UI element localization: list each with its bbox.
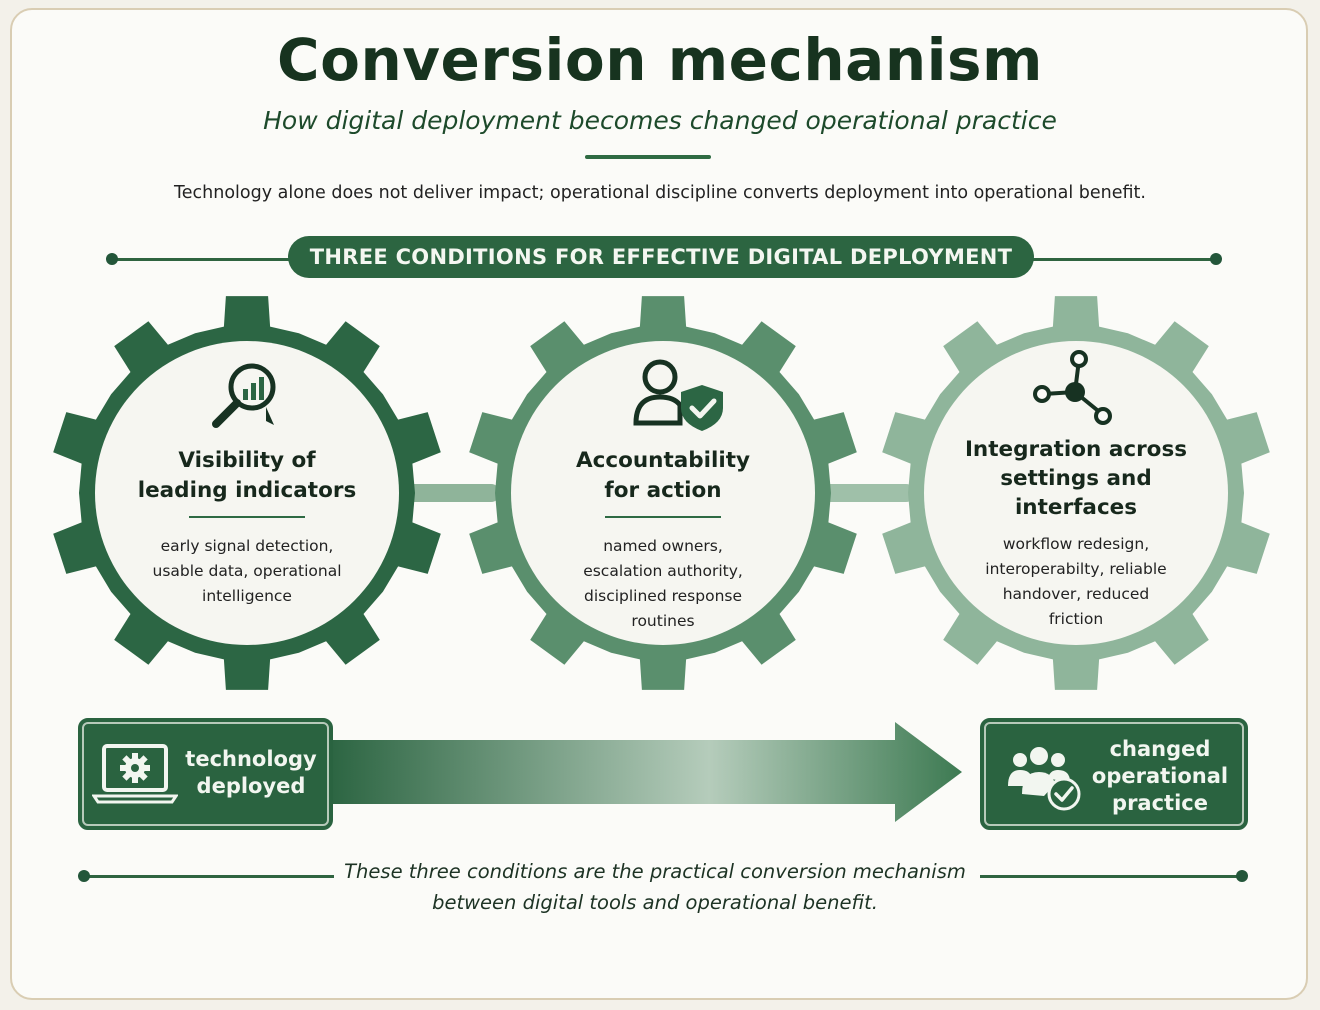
technology-deployed-label: technology deployed: [185, 747, 317, 798]
team-check-icon: [1004, 742, 1088, 816]
banner-line-right: [1030, 258, 1216, 261]
condition-title: Integration across settings and interfac…: [964, 437, 1188, 520]
condition-title: Accountability for action: [575, 448, 751, 503]
laptop-gear-icon: [91, 740, 179, 814]
condition-description: named owners, escalation authority, disc…: [583, 537, 743, 630]
banner-dot-left: [106, 253, 118, 265]
condition-title: Visibility of leading indicators: [137, 448, 357, 503]
magnifier-chart-icon: [208, 355, 288, 439]
condition-divider: [605, 516, 721, 518]
condition-accountability: Accountability for action named owners, …: [543, 446, 783, 634]
person-shield-icon: [630, 355, 730, 439]
page-title: Conversion mechanism: [277, 26, 1043, 94]
condition-description: workflow redesign, interoperabilty, reli…: [985, 535, 1167, 628]
technology-deployed-box: technology deployed: [78, 718, 333, 830]
gear-integration: [882, 296, 1270, 690]
title-divider: [585, 155, 711, 159]
changed-practice-box: changed operational practice: [980, 718, 1248, 830]
flow-arrow: [330, 722, 962, 822]
gear-visibility: [53, 296, 441, 690]
condition-integration: Integration across settings and interfac…: [951, 435, 1201, 632]
condition-visibility: Visibility of leading indicators early s…: [127, 446, 367, 609]
condition-divider: [189, 516, 305, 518]
footer-line-right: [980, 875, 1242, 878]
gear-connector-1: [400, 484, 500, 502]
footer-line-left: [84, 875, 334, 878]
gear-face: [95, 341, 399, 645]
gear-connector-2: [815, 484, 915, 502]
changed-practice-label: changed operational practice: [1091, 737, 1229, 815]
footer-note: These three conditions are the practical…: [344, 860, 966, 914]
gear-accountability: [469, 296, 857, 690]
footer-dot-right: [1236, 870, 1248, 882]
intro-text: Technology alone does not deliver impact…: [174, 183, 1146, 203]
condition-description: early signal detection, usable data, ope…: [152, 537, 342, 605]
footer-dot-left: [78, 870, 90, 882]
banner-line-left: [112, 258, 292, 261]
network-nodes-icon: [1032, 350, 1122, 434]
page-subtitle: How digital deployment becomes changed o…: [263, 106, 1057, 135]
banner-dot-right: [1210, 253, 1222, 265]
gear-face: [924, 341, 1228, 645]
gear-face: [511, 341, 815, 645]
conditions-banner: THREE CONDITIONS FOR EFFECTIVE DIGITAL D…: [288, 236, 1034, 278]
